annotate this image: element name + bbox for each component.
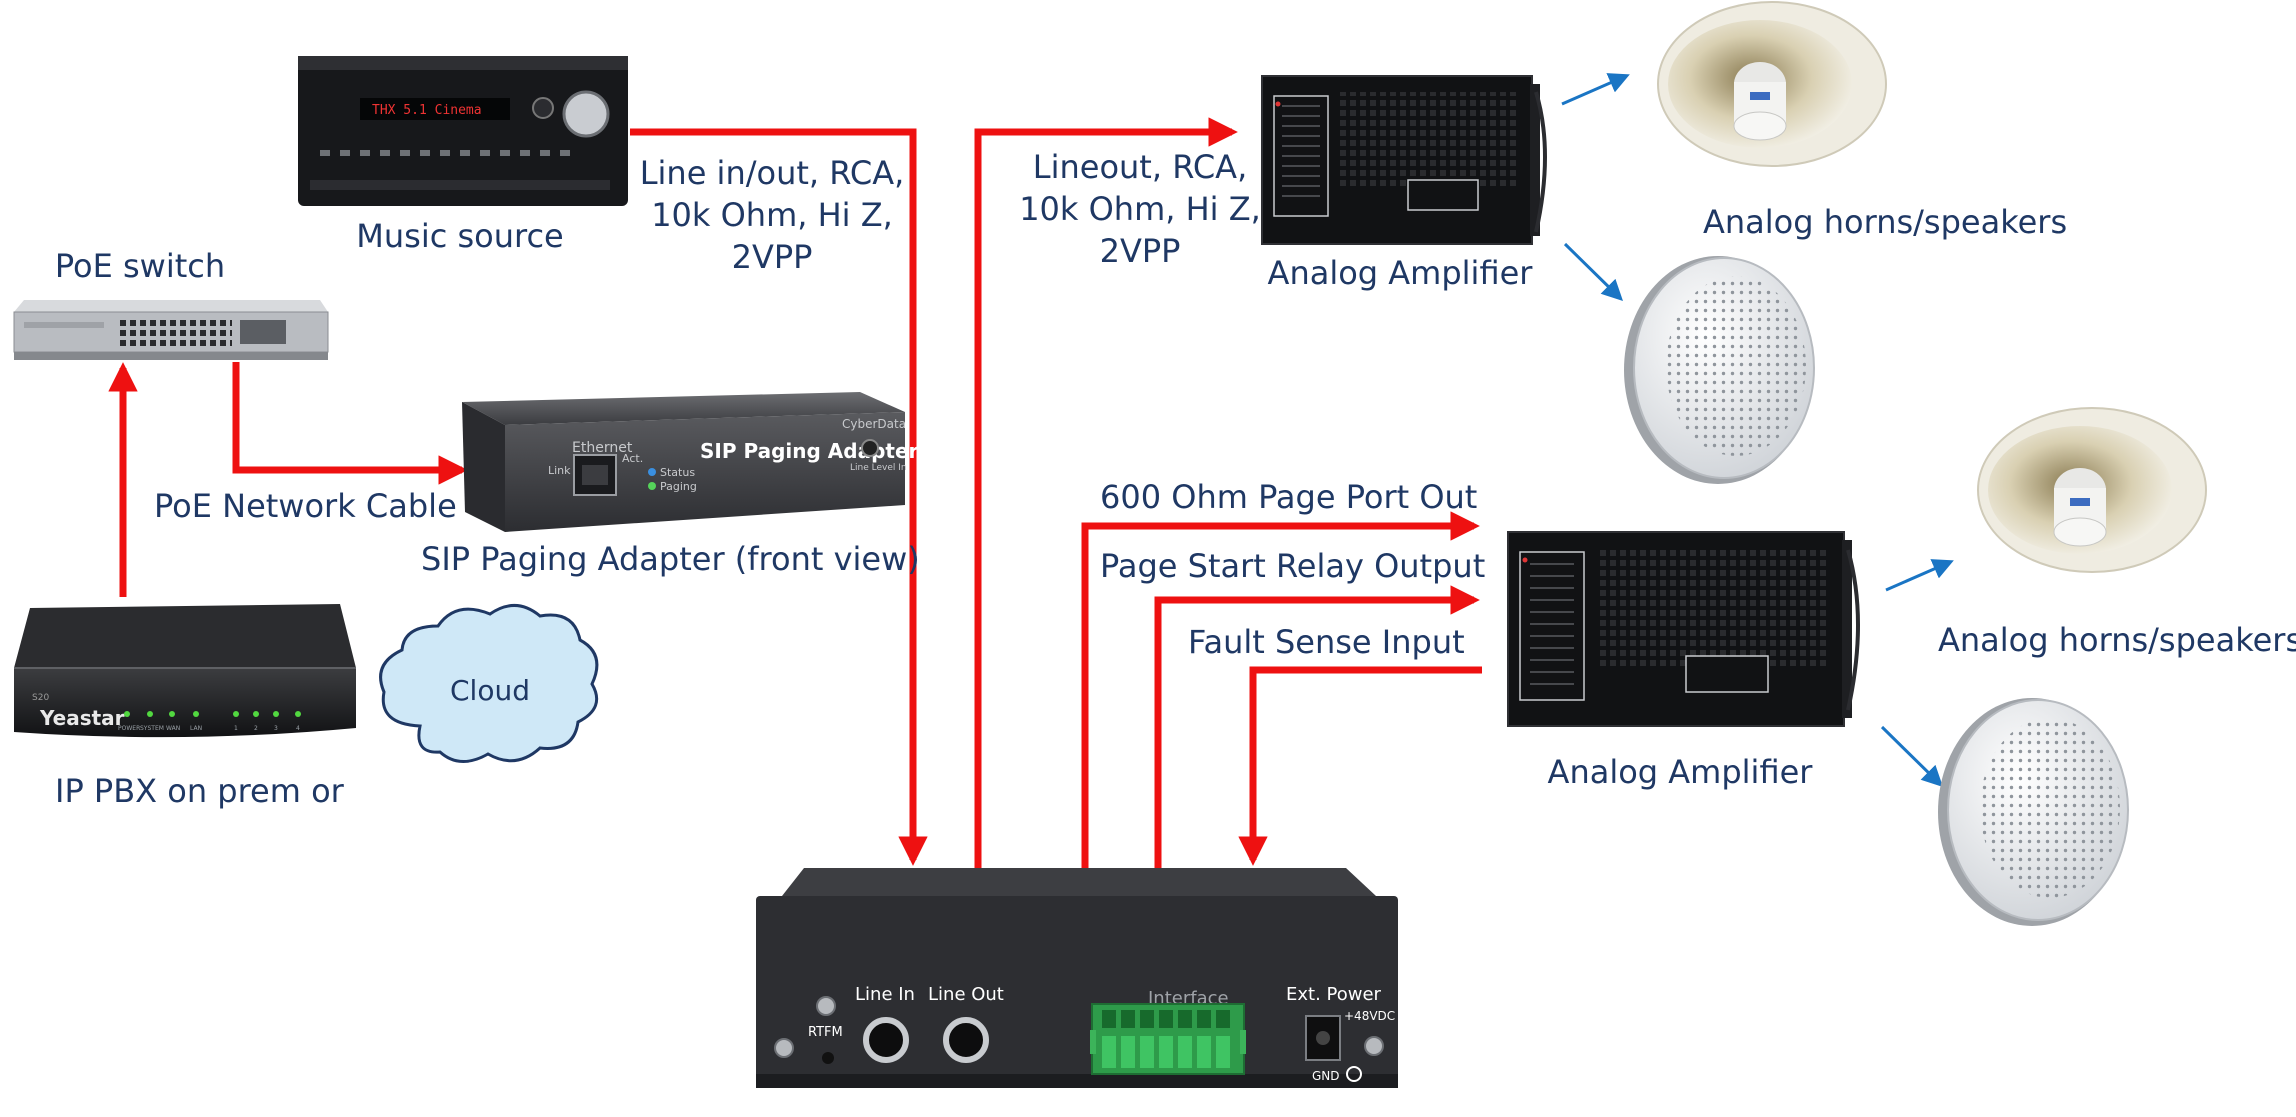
arrow-music-to-backpanel <box>630 128 928 866</box>
pbx-brand-text: Yeastar <box>39 706 125 730</box>
pbx-led-label-6: 2 <box>254 725 258 732</box>
ceiling-speaker-bottom <box>1938 698 2129 926</box>
back-48vdc-text: +48VDC <box>1344 1009 1395 1023</box>
pbx-led-label-3: WAN <box>166 725 180 732</box>
ceiling-speaker-top <box>1624 256 1815 484</box>
arrow-page-start-relay <box>1154 585 1480 868</box>
adapter-brand-text: CyberData <box>842 417 906 431</box>
adapter-line-level-text: Line Level In <box>850 463 907 473</box>
pbx-led-label-4: LAN <box>190 725 202 732</box>
back-rtfm-text: RTFM <box>808 1025 843 1040</box>
label-poe-switch: PoE switch <box>54 247 226 285</box>
interface-terminal-block <box>1090 1003 1246 1075</box>
arrow-amp-bottom-to-speaker <box>1880 725 1943 787</box>
poe-switch <box>13 300 329 360</box>
label-amplifier-bottom: Analog Amplifier <box>1547 753 1813 791</box>
speaker-arrows <box>1561 73 1954 787</box>
adapter-paging-text: Paging <box>660 480 697 493</box>
label-line-in-out: Line in/out, RCA, 10k Ohm, Hi Z, 2VPP <box>632 152 912 278</box>
sip-paging-adapter: Ethernet Link Act. Status Paging SIP Pag… <box>462 392 919 532</box>
label-amplifier-top: Analog Amplifier <box>1267 254 1533 292</box>
horn-speaker-bottom <box>1977 407 2207 573</box>
arrow-amp-top-to-horn <box>1561 73 1630 106</box>
label-sip-adapter-front: SIP Paging Adapter (front view) <box>421 540 920 578</box>
label-line-in-out-1: Line in/out, RCA, <box>639 154 905 192</box>
amplifier-bottom <box>1507 531 1860 727</box>
arrow-amp-top-to-speaker <box>1563 242 1623 301</box>
receiver-display-text: THX 5.1 Cinema <box>372 103 482 118</box>
arrow-amp-bottom-to-horn <box>1885 559 1954 592</box>
arrow-fault-sense <box>1238 666 1482 866</box>
connection-arrows <box>108 117 1482 868</box>
adapter-act-text: Act. <box>622 452 643 465</box>
adapter-name-text: SIP Paging Adapter <box>700 439 919 463</box>
adapter-link-text: Link <box>548 464 571 477</box>
pbx-led-label-1: POWER <box>118 725 140 732</box>
ip-pbx-device: Yeastar S20 POWER SYSTEM WAN LAN 1 2 3 4 <box>14 604 356 738</box>
back-line-out-text: Line Out <box>928 984 1004 1005</box>
arrow-backpanel-to-amplifier-top <box>974 117 1238 868</box>
back-line-in-text: Line In <box>855 984 915 1005</box>
line-out-jack <box>943 1017 989 1063</box>
adapter-ethernet-text: Ethernet <box>572 440 633 456</box>
label-fault-sense: Fault Sense Input <box>1188 623 1465 661</box>
arrow-page-port-out <box>1081 511 1480 868</box>
label-line-in-out-2: 10k Ohm, Hi Z, <box>651 196 893 234</box>
label-music-source: Music source <box>356 217 564 255</box>
label-page-port-out: 600 Ohm Page Port Out <box>1100 478 1478 516</box>
pbx-led-label-8: 4 <box>296 725 300 732</box>
label-lineout-3: 2VPP <box>1099 232 1181 270</box>
back-ext-power-text: Ext. Power <box>1286 984 1382 1005</box>
label-horns-bottom: Analog horns/speakers <box>1938 621 2296 659</box>
pbx-led-label-5: 1 <box>234 725 238 732</box>
label-horns-top: Analog horns/speakers <box>1703 203 2068 241</box>
adapter-back-panel: RTFM Line In Line Out Interface Ext. Pow… <box>756 868 1398 1088</box>
pbx-led-lights <box>124 711 301 717</box>
label-lineout-1: Lineout, RCA, <box>1032 148 1248 186</box>
back-gnd-text: GND <box>1312 1069 1340 1083</box>
horn-speaker-top <box>1657 1 1887 167</box>
label-line-in-out-3: 2VPP <box>731 238 813 276</box>
cloud-label: Cloud <box>450 674 530 707</box>
music-source-receiver: THX 5.1 Cinema <box>298 56 628 206</box>
amplifier-top <box>1261 75 1547 245</box>
pbx-model-text: S20 <box>32 693 49 703</box>
label-lineout-2: 10k Ohm, Hi Z, <box>1019 190 1261 228</box>
label-page-start-relay: Page Start Relay Output <box>1100 547 1486 585</box>
label-ip-pbx: IP PBX on prem or <box>55 772 344 810</box>
label-lineout: Lineout, RCA, 10k Ohm, Hi Z, 2VPP <box>1000 146 1280 272</box>
adapter-status-text: Status <box>660 466 695 479</box>
cloud-shape: Cloud <box>379 604 599 763</box>
arrow-switch-to-adapter <box>232 362 468 485</box>
line-in-jack <box>863 1017 909 1063</box>
pbx-led-label-2: SYSTEM <box>140 725 164 732</box>
pbx-led-label-7: 3 <box>274 725 278 732</box>
label-poe-network-cable: PoE Network Cable <box>154 487 457 525</box>
